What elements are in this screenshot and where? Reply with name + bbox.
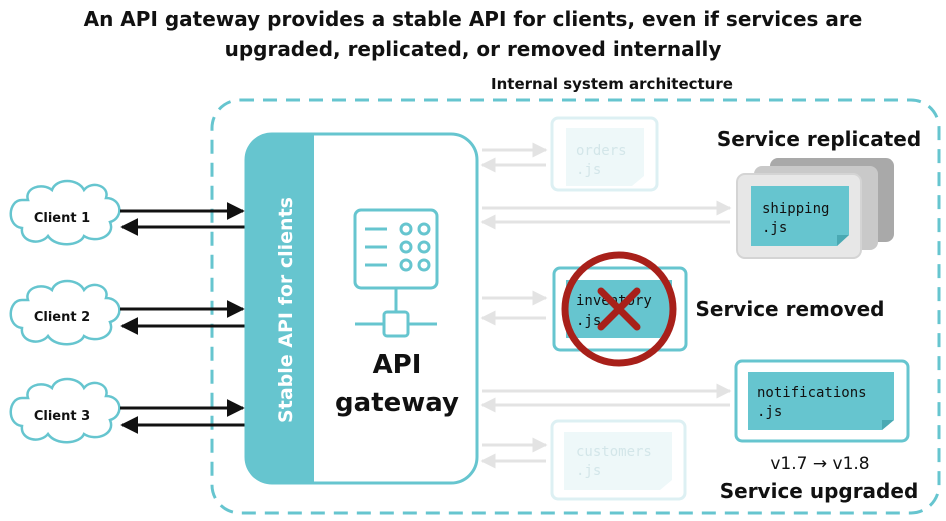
caption-service-removed: Service removed xyxy=(695,297,884,321)
client-2-label: Client 2 xyxy=(34,310,90,325)
customers-file-icon xyxy=(564,432,672,490)
service-arrows xyxy=(480,142,732,469)
diagram-title: An API gateway provides a stable API for… xyxy=(0,4,946,64)
customers-name-line-1: customers xyxy=(576,444,652,460)
client-3-cloud-icon xyxy=(9,377,121,444)
title-line-1: An API gateway provides a stable API for… xyxy=(83,7,863,31)
client-3: Client 3 xyxy=(9,377,121,444)
orders-name-line-1: orders xyxy=(576,143,627,159)
gateway-label-line-1: API xyxy=(373,350,422,380)
stable-api-band xyxy=(246,134,314,483)
service-shipping: shipping .js xyxy=(736,158,894,259)
shipping-name-line-2: .js xyxy=(762,220,787,236)
internal-system-boundary xyxy=(210,98,941,515)
client-3-label: Client 3 xyxy=(34,409,90,424)
orders-name-line-2: .js xyxy=(576,162,601,178)
service-notifications: notifications .js xyxy=(734,359,910,443)
notifications-name-line-1: notifications xyxy=(757,385,867,401)
client-2-cloud-icon xyxy=(9,279,121,346)
shipping-file-icon xyxy=(751,186,849,246)
customers-name-line-2: .js xyxy=(576,463,601,479)
server-icon xyxy=(353,208,439,338)
internal-system-label: Internal system architecture xyxy=(491,75,733,93)
service-customers: customers .js xyxy=(550,419,687,501)
orders-file-icon xyxy=(566,128,644,186)
notifications-name-line-2: .js xyxy=(757,404,782,420)
title-line-2: upgraded, replicated, or removed interna… xyxy=(224,37,722,61)
client-1-cloud-icon xyxy=(9,179,121,246)
client-1-label: Client 1 xyxy=(34,211,90,226)
client-2: Client 2 xyxy=(9,279,121,346)
notifications-file-icon xyxy=(748,372,894,430)
removed-cross-icon xyxy=(561,251,677,367)
client-1: Client 1 xyxy=(9,179,121,246)
shipping-name-line-1: shipping xyxy=(762,201,829,217)
stable-api-label: Stable API for clients xyxy=(275,197,297,423)
service-inventory: inventory .js xyxy=(552,251,688,367)
gateway-label-line-2: gateway xyxy=(335,388,459,418)
api-gateway: Stable API for clients API gateway xyxy=(244,132,479,485)
service-orders: orders .js xyxy=(550,116,659,192)
caption-service-replicated: Service replicated xyxy=(717,127,921,151)
client-arrows xyxy=(120,202,245,434)
caption-service-upgraded: Service upgraded xyxy=(720,479,919,503)
inventory-name-line-2: .js xyxy=(576,313,601,329)
caption-version: v1.7 → v1.8 xyxy=(770,454,869,474)
